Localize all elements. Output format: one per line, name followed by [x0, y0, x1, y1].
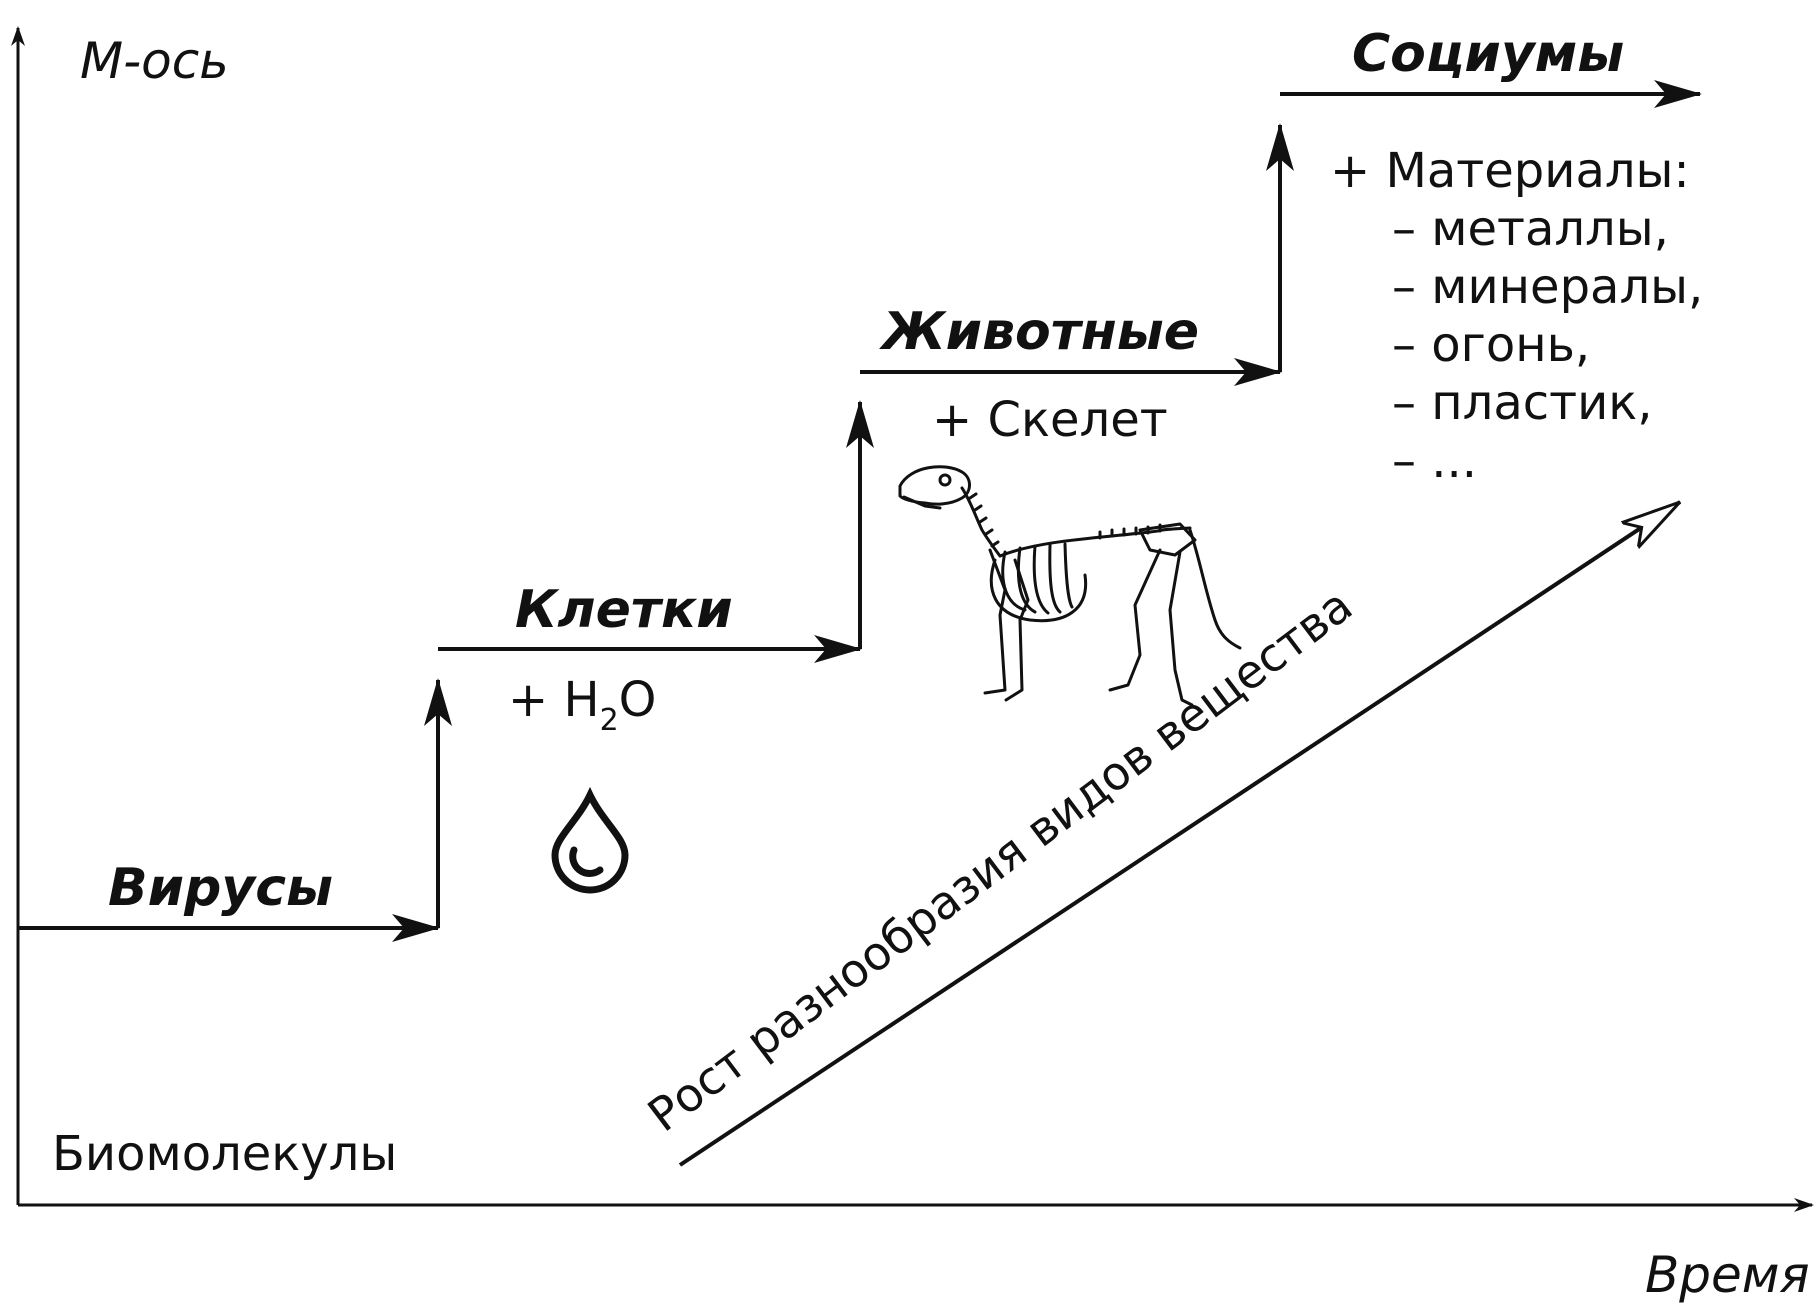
cells-addition: + H2O: [508, 676, 656, 736]
stage-title-animals: Животные: [882, 302, 1200, 362]
water-drop-icon: [551, 786, 629, 894]
stage-title-cells: Клетки: [515, 580, 733, 640]
cells-addition-subscript: 2: [599, 703, 619, 738]
dog-skeleton-icon: [898, 465, 1242, 707]
societies-materials: + Материалы: – металлы, – минералы, – ог…: [1330, 142, 1703, 490]
cells-addition-suffix: O: [618, 672, 657, 728]
stage-title-societies: Социумы: [1352, 24, 1625, 84]
material-item: – металлы,: [1392, 201, 1669, 257]
animals-addition: + Скелет: [932, 392, 1168, 448]
material-item: – ...: [1392, 433, 1478, 489]
material-item: – минералы,: [1392, 259, 1704, 315]
material-item: – пластик,: [1392, 375, 1653, 431]
y-axis-label: М-ось: [80, 32, 229, 90]
cells-addition-prefix: + H: [508, 672, 600, 728]
diversity-arrow: [678, 500, 1680, 1167]
materials-heading: + Материалы:: [1330, 143, 1690, 199]
x-axis-label: Время: [1645, 1246, 1810, 1304]
base-label: Биомолекулы: [52, 1126, 398, 1182]
material-item: – огонь,: [1392, 317, 1591, 373]
stage-title-viruses: Вирусы: [108, 858, 334, 918]
